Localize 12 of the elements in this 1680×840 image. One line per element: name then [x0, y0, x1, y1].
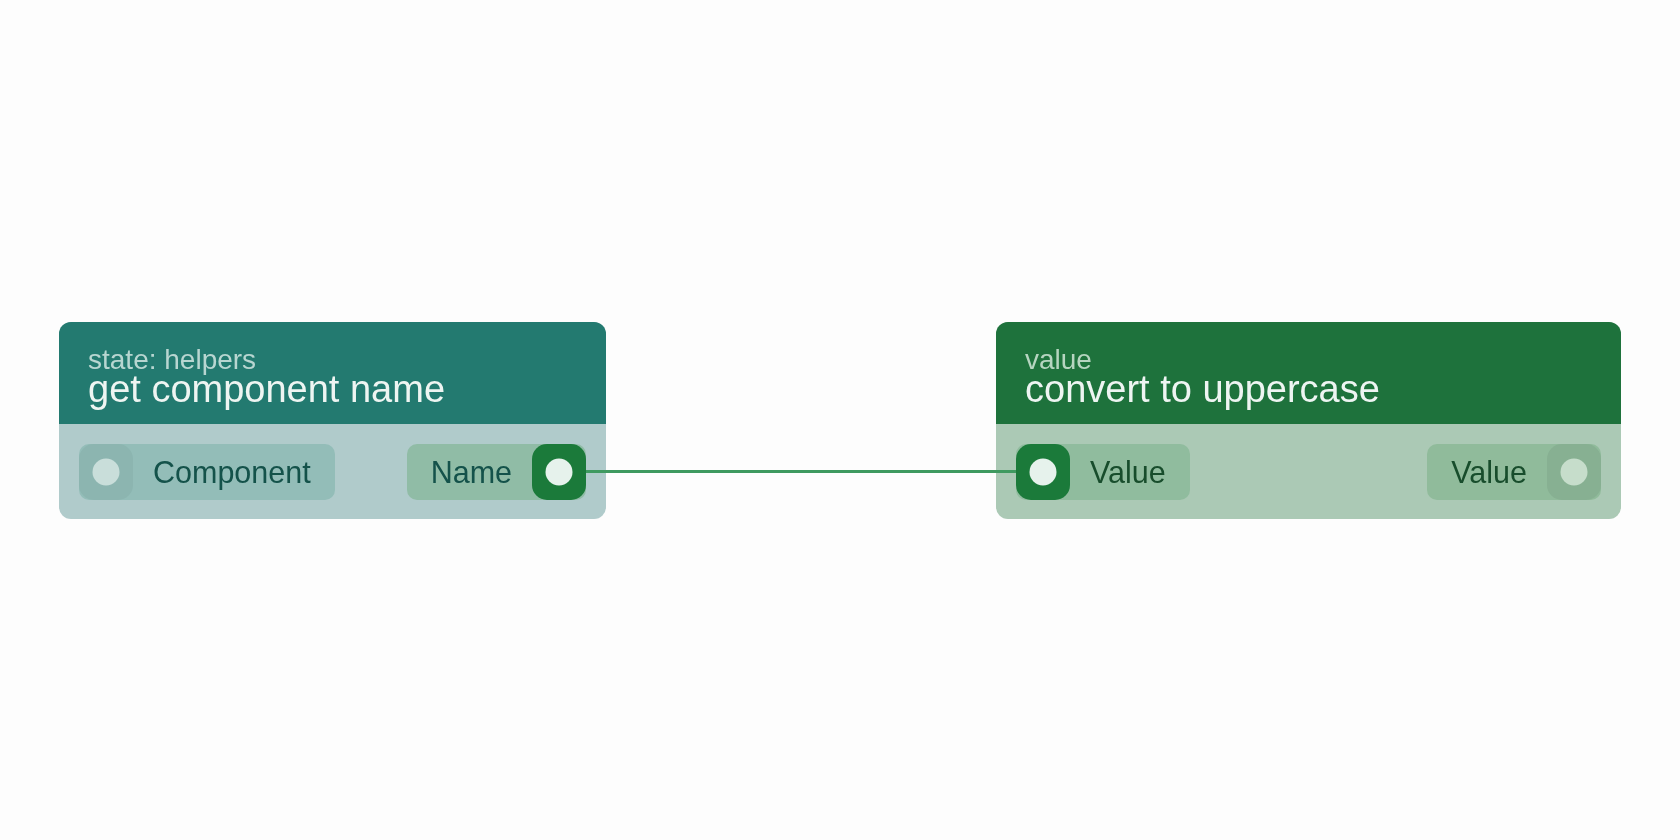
connector-line [586, 470, 1016, 473]
port-label: Name [430, 454, 512, 489]
node-card [59, 322, 606, 519]
node-card [996, 322, 1621, 519]
input-port [1016, 443, 1190, 500]
node-subtitle: value [1025, 346, 1092, 371]
port-label: Value [1451, 454, 1527, 489]
port-label: Component [153, 454, 311, 489]
input-port [79, 443, 335, 500]
output-port [1427, 443, 1601, 500]
port-label: Value [1090, 454, 1166, 489]
output-port [406, 443, 586, 500]
